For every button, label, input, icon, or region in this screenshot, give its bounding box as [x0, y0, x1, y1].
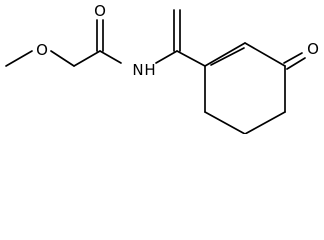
amide-hydrogen-label: H: [144, 61, 155, 79]
bond-ch2-carbonyl: [73, 50, 101, 67]
bond-vinyl-ring: [176, 50, 206, 67]
ketone-oxygen-label: O: [307, 40, 319, 58]
bond-carbonyl-n: [99, 50, 122, 64]
chemical-structure: O O N H O: [5, 2, 319, 134]
amide-oxygen-label: O: [94, 2, 106, 20]
bond-ketone-a: [283, 52, 303, 64]
bond-n-vinyl: [155, 50, 178, 64]
bonds: [5, 9, 306, 134]
ring-bond-c4-c5: [244, 111, 286, 134]
ring-bond-c2-c3: [244, 42, 286, 67]
amide-nitrogen-label: N: [132, 61, 143, 79]
ring-bond-c1-c2-inner: [210, 47, 245, 66]
ether-oxygen-label: O: [36, 41, 48, 59]
bond-ether-ch2: [50, 50, 75, 67]
ring-bond-c1-c2: [204, 42, 246, 67]
atom-labels: O O N H O: [36, 2, 319, 79]
ring-bond-c5-c6: [204, 111, 246, 134]
bond-ketone-b: [286, 57, 306, 70]
bond-methyl-ether: [5, 50, 33, 67]
